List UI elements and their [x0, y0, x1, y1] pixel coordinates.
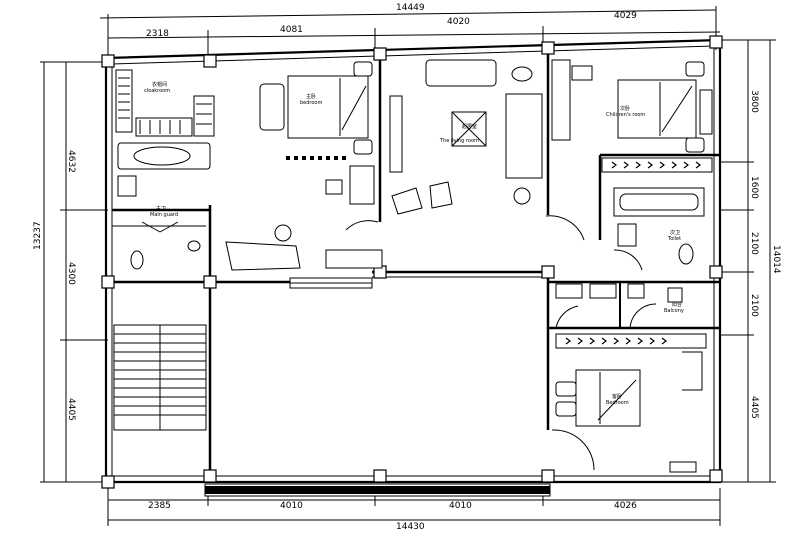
dim-bottom-1: 2385: [148, 501, 171, 511]
bedroom-2: 次卧 Children's room: [551, 59, 713, 153]
bedroom-3-label-en: Bedroom: [606, 400, 629, 406]
bedroom-2-label-en: Children's room: [606, 112, 645, 118]
dim-bottom-2: 4010: [280, 501, 303, 511]
cloakroom-label-en: cloakroom: [144, 88, 170, 94]
dim-top-3: 4020: [447, 17, 470, 27]
living-room-label-en: The living room: [439, 138, 479, 144]
walls: [104, 38, 722, 484]
living-room: 起居室 The living room: [391, 59, 585, 241]
master-bath: 主卫 Main guard: [112, 142, 211, 270]
dimension-lines: 2318 4081 4020 4029 14449 2385 4010 4010…: [33, 3, 781, 532]
dim-left-1: 4632: [66, 150, 76, 173]
dim-left-2: 4300: [66, 262, 76, 285]
dim-top-2: 4081: [280, 25, 303, 35]
dim-top-total: 14449: [396, 3, 425, 13]
dim-bottom-4: 4026: [614, 501, 637, 511]
staircase: [113, 324, 207, 431]
dim-right-total: 14014: [771, 245, 781, 274]
structural-columns: [101, 35, 723, 489]
bath-2: 次卫 Toilet: [601, 157, 713, 271]
dim-bottom-total: 14430: [396, 522, 425, 532]
dim-right-2: 1600: [749, 176, 759, 199]
balcony-label-en: Balcony: [664, 308, 684, 314]
dim-left-3: 4405: [66, 398, 76, 421]
living-room-label-cn: 起居室: [462, 123, 477, 130]
dim-right-4: 2100: [749, 294, 759, 317]
bath-2-label-cn: 次卫: [670, 229, 680, 236]
bedroom-3-label-cn: 客卧: [612, 393, 622, 400]
dim-bottom-3: 4010: [449, 501, 472, 511]
dim-top-1: 2318: [146, 29, 169, 39]
balcony-label-cn: 阳台: [672, 301, 682, 308]
dim-right-3: 2100: [749, 232, 759, 255]
master-bedroom-label-en: bedroom: [300, 100, 322, 106]
master-bedroom: 主卧 bedroom: [225, 61, 403, 271]
opening-window: [289, 277, 373, 289]
bedroom-2-label-cn: 次卧: [620, 105, 630, 112]
dim-top-4: 4029: [614, 11, 637, 21]
dim-right-5: 4405: [749, 396, 759, 419]
cloakroom: 衣帽间 cloakroom: [115, 69, 215, 137]
dim-left-total: 13237: [33, 221, 43, 250]
cloakroom-label-cn: 衣帽间: [152, 81, 167, 88]
master-bedroom-label-cn: 主卧: [306, 93, 316, 100]
balcony-small: 阳台 Balcony: [555, 283, 684, 329]
balcony-railing: [204, 483, 551, 497]
master-bath-label-en: Main guard: [150, 212, 178, 218]
bath-2-label-en: Toilet: [667, 236, 681, 242]
bedroom-3: 客卧 Bedroom: [551, 333, 707, 473]
dim-right-1: 3800: [749, 90, 759, 113]
master-bath-label-cn: 主卫: [156, 205, 166, 212]
